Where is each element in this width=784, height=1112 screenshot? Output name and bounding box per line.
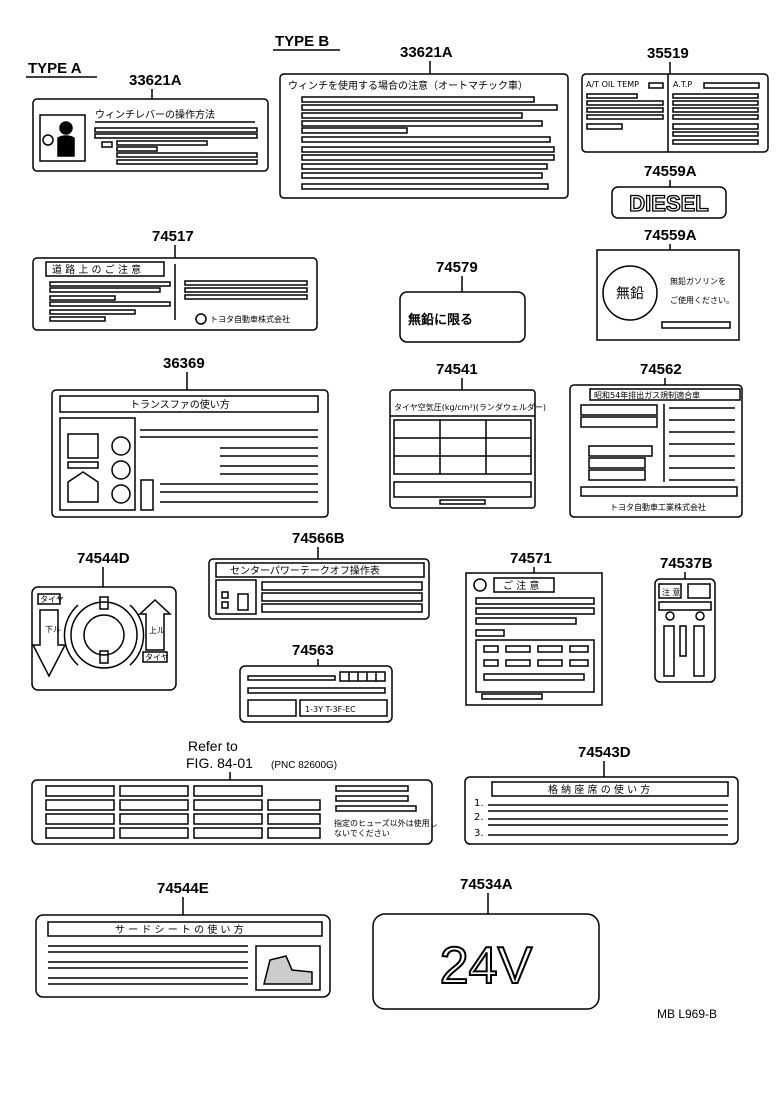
chui-text: 注 意 xyxy=(662,587,681,597)
fuse-note-2: ないでください xyxy=(334,829,390,838)
center-pto-title: センターパワーテークオフ操作表 xyxy=(230,564,380,577)
label-74562: 昭和54年排出ガス規制適合車 トヨタ自動車工業株式会社 xyxy=(569,384,743,518)
label-74537b: 注 意 xyxy=(654,578,716,683)
winch-auto-title: ウィンチを使用する場合の注意（オートマチック車） xyxy=(288,79,528,92)
person-icon xyxy=(39,114,86,162)
part-74559a-2: 74559A xyxy=(644,227,697,244)
part-74541: 74541 xyxy=(436,361,478,378)
third-seat-title: サ ー ド シ ー ト の 使 い 方 xyxy=(115,923,244,936)
toyota-ind-text: トヨタ自動車工業株式会社 xyxy=(610,502,706,512)
part-33621a-left: 33621A xyxy=(129,72,182,89)
label-74544d: タイヤ タイヤ 下ル 上ル xyxy=(31,586,177,691)
part-74544d: 74544D xyxy=(77,550,130,567)
part-74559a-1: 74559A xyxy=(644,163,697,180)
part-74543d: 74543D xyxy=(578,744,631,761)
label-74559a-unleaded: 無鉛 無鉛ガソリンを ご使用ください。 xyxy=(596,249,740,341)
label-74563: 1-3Y T-3F-EC xyxy=(239,665,393,723)
up-text: 上ル xyxy=(149,626,165,635)
type-b-label: TYPE B xyxy=(275,33,329,50)
part-74579: 74579 xyxy=(436,259,478,276)
part-36369: 36369 xyxy=(163,355,205,372)
part-33621a-right: 33621A xyxy=(400,44,453,61)
atp-text: A.T.P xyxy=(673,80,692,89)
label-74517: 道 路 上 の ご 注 意 トヨタ自動車株式会社 xyxy=(32,257,318,331)
diesel-text: DIESEL xyxy=(629,191,708,216)
hood-use-title: 格 納 座 席 の 使 い 方 xyxy=(548,783,650,796)
emission-title: 昭和54年排出ガス規制適合車 xyxy=(594,390,700,400)
shift-arrow-icon xyxy=(67,471,99,503)
part-74566b: 74566B xyxy=(292,530,345,547)
winch-lever-title: ウィンチレバーの操作方法 xyxy=(95,108,215,121)
road-caution-title: 道 路 上 の ご 注 意 xyxy=(52,263,141,276)
label-36369: トランスファの使い方 xyxy=(51,389,329,518)
transfer-title: トランスファの使い方 xyxy=(130,398,230,411)
engine-code-text: 1-3Y T-3F-EC xyxy=(305,705,356,714)
part-74544e: 74544E xyxy=(157,880,209,897)
label-74579: 無鉛に限る xyxy=(399,291,526,343)
down-arrow-icon xyxy=(31,609,67,678)
part-74562: 74562 xyxy=(640,361,682,378)
part-74563: 74563 xyxy=(292,642,334,659)
tire-text-b: タイヤ xyxy=(145,653,169,662)
fuse-note-1: 指定のヒューズ以外は使用し xyxy=(334,818,438,828)
down-text: 下ル xyxy=(45,625,61,634)
label-33621a-right: ウィンチを使用する場合の注意（オートマチック車） xyxy=(279,73,569,199)
part-74517: 74517 xyxy=(152,228,194,245)
tire-pressure-title: タイヤ空気圧(kg/cm²)(ランダウェルダー) xyxy=(394,402,546,412)
label-74566b: センターパワーテークオフ操作表 xyxy=(208,558,430,620)
num-1: 1. xyxy=(474,798,484,809)
label-74559a-diesel: DIESEL xyxy=(611,186,727,219)
label-74534a: 24V xyxy=(372,913,600,1010)
unleaded-only-text: 無鉛に限る xyxy=(408,312,473,328)
part-74534a: 74534A xyxy=(460,876,513,893)
unleaded-circle-text: 無鉛 xyxy=(616,286,644,302)
label-74541: タイヤ空気圧(kg/cm²)(ランダウェルダー) xyxy=(389,389,546,509)
refer-pnc: (PNC 82600G) xyxy=(271,760,337,771)
label-74543d: 格 納 座 席 の 使 い 方 1. 2. 3. xyxy=(464,776,739,845)
refer-line-2: FIG. 84-01 xyxy=(186,755,253,771)
refer-line-1: Refer to xyxy=(188,738,238,754)
label-fuse-box: 指定のヒューズ以外は使用し ないでください xyxy=(31,779,438,845)
label-35519: A/T OIL TEMP A.T.P xyxy=(581,73,769,153)
num-2: 2. xyxy=(474,812,484,823)
part-74537b: 74537B xyxy=(660,555,713,572)
atf-temp-text: A/T OIL TEMP xyxy=(586,80,639,89)
seat-icon xyxy=(255,945,321,991)
unleaded-note-1: 無鉛ガソリンを xyxy=(670,276,726,286)
num-3: 3. xyxy=(474,828,484,839)
label-74544e: サ ー ド シ ー ト の 使 い 方 xyxy=(35,914,331,998)
label-74571: ご 注 意 xyxy=(465,572,603,706)
caution-box-text: ご 注 意 xyxy=(503,579,539,592)
up-arrow-icon xyxy=(138,598,172,651)
voltage-text: 24V xyxy=(440,937,533,995)
unleaded-note-2: ご使用ください。 xyxy=(670,295,734,305)
footer-code: MB L969-B xyxy=(657,1007,717,1021)
tire-text-a: タイヤ xyxy=(40,595,64,604)
label-33621a-left: ウィンチレバーの操作方法 xyxy=(32,98,269,172)
part-35519: 35519 xyxy=(647,45,689,62)
part-74571: 74571 xyxy=(510,550,552,567)
type-a-label: TYPE A xyxy=(28,60,82,77)
toyota-motor-text: トヨタ自動車株式会社 xyxy=(210,314,290,324)
